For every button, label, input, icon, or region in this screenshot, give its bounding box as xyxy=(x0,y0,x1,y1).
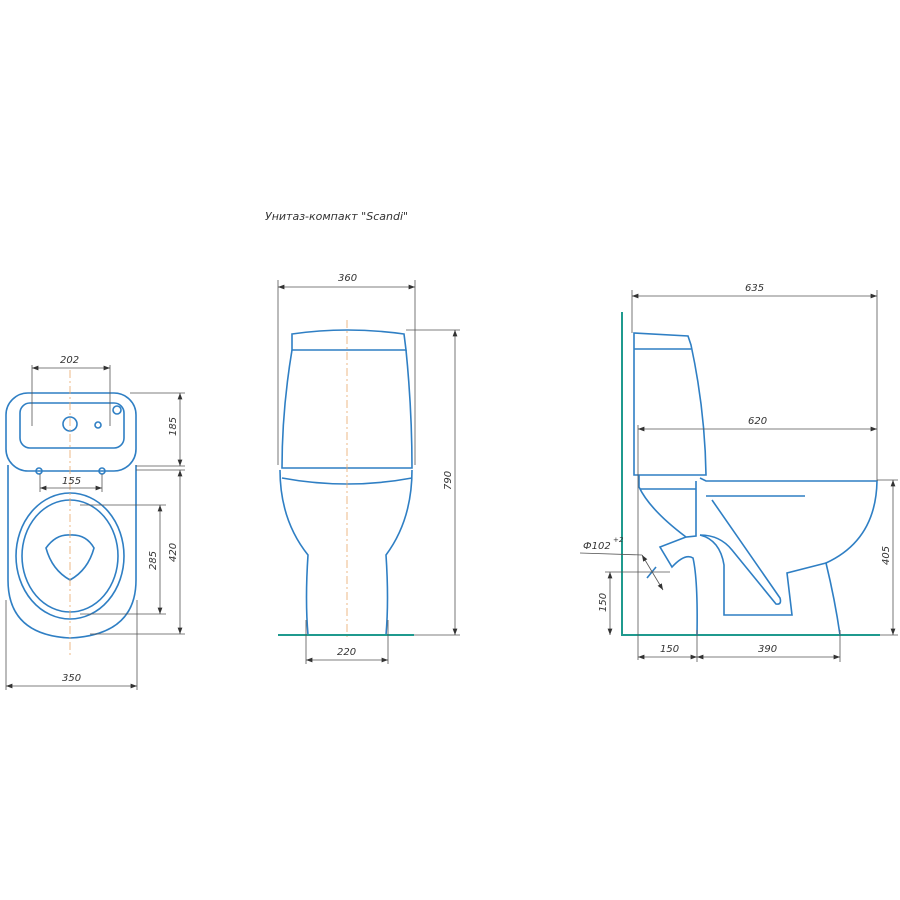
dim-790: 790 xyxy=(443,471,454,490)
bowl-inner xyxy=(699,499,782,605)
dim-150-horizontal: 150 xyxy=(660,644,679,655)
bowl-outline xyxy=(699,477,878,636)
outlet-pipe xyxy=(658,536,698,636)
dim-285: 285 xyxy=(148,551,159,570)
bowl-opening xyxy=(45,534,95,581)
side-view: 635 620 405 150 150 390 Ф102 +2 xyxy=(579,283,898,662)
drawing-title: Унитаз-компакт "Scandi" xyxy=(265,210,408,223)
tank-body xyxy=(633,332,707,476)
dim-220: 220 xyxy=(337,647,356,658)
fill-hole xyxy=(94,421,102,429)
dim-620: 620 xyxy=(748,416,767,427)
dim-350: 350 xyxy=(62,673,81,684)
dim-185: 185 xyxy=(168,417,179,436)
dim-635: 635 xyxy=(745,283,764,294)
dim-150-vertical: 150 xyxy=(598,593,609,612)
tank-hole xyxy=(112,405,122,415)
dim-390: 390 xyxy=(758,644,777,655)
front-view: 360 790 220 xyxy=(277,273,460,664)
tank-outline xyxy=(5,392,137,472)
dim-202: 202 xyxy=(60,355,79,366)
dim-155: 155 xyxy=(62,476,81,487)
dim-360: 360 xyxy=(338,273,357,284)
seat-hinge-left xyxy=(35,467,43,475)
top-view: 202 185 155 285 420 350 xyxy=(5,355,185,690)
dim-405: 405 xyxy=(881,546,892,565)
tank-lid xyxy=(19,402,125,449)
bowl-body xyxy=(279,469,413,636)
dim-diameter-102: Ф102 xyxy=(583,541,611,552)
trap-upper xyxy=(638,475,697,538)
dim-420: 420 xyxy=(168,543,179,562)
trap-lower xyxy=(699,534,827,616)
tank-lid xyxy=(291,329,407,351)
dim-diameter-tolerance: +2 xyxy=(613,536,624,544)
